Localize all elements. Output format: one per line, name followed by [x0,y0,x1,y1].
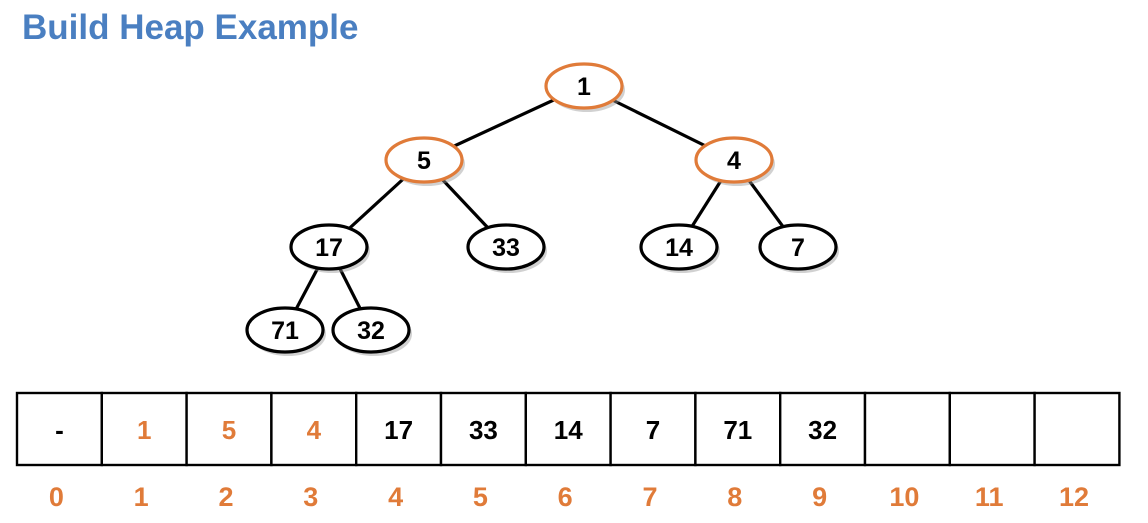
tree-node-ellipse [331,306,411,354]
array-cell [863,391,952,467]
tree-node: 7 [758,223,839,273]
array-index-label: 10 [889,482,919,512]
array-index-label: 2 [218,482,233,512]
array-cell: 71 [694,391,782,467]
array-index-label: 11 [975,482,1004,512]
array-cell-box [948,391,1036,467]
array-cell-value: 14 [554,415,583,445]
array-cell: - [15,391,104,467]
array-cell-value: 5 [222,415,236,445]
tree-node-label: 1 [577,73,591,101]
array-cell-value: 33 [469,415,498,445]
array-cell: 14 [524,391,612,467]
array-index-label: 3 [303,482,318,512]
array-cell-box [270,391,358,467]
array-cell-value: 4 [307,415,322,445]
tree-node-ellipse [466,223,546,271]
array-index-label: 0 [49,482,64,512]
array-cell-box [524,391,612,467]
tree-node-ellipse [758,223,838,271]
tree-node: 17 [289,223,370,273]
array-cell-box [100,391,188,467]
array-cell-box [355,391,443,467]
array-cell-value: 1 [137,415,151,445]
tree-node: 1 [544,62,625,112]
tree-node: 5 [384,136,465,186]
tree-node-label: 14 [665,234,693,262]
array-cell: 5 [185,391,273,467]
heap-array: - 1 5 4 17 33 14 7 71 32 [15,391,1121,467]
array-cell-value: 7 [646,415,660,445]
array-index-label: 4 [388,482,403,512]
array-cell-box [439,391,528,467]
array-cell-box [1033,391,1121,467]
array-cell: 32 [779,391,867,467]
array-cell-box [694,391,782,467]
array-cell-value: 71 [723,415,752,445]
tree-node-ellipse [639,223,719,271]
array-index-label: 12 [1059,482,1089,512]
tree-node: 71 [245,306,326,356]
tree-node-label: 7 [791,234,805,262]
tree-node-ellipse [289,223,369,271]
tree-node-ellipse [245,306,325,354]
array-cell: 17 [355,391,443,467]
array-index-label: 8 [727,482,742,512]
array-index-label: 5 [473,482,488,512]
tree-node-label: 33 [492,234,520,262]
tree-nodes: 1 5 4 17 33 14 7 71 32 [245,62,839,356]
array-cell-value: 17 [384,415,413,445]
tree-node-label: 5 [417,147,431,175]
tree-node-ellipse [384,136,464,184]
tree-node-label: 4 [727,147,741,175]
tree-node: 4 [694,136,775,186]
array-cell-box [15,391,104,467]
array-cell-box [863,391,952,467]
array-cell: 33 [439,391,528,467]
array-cell-value: 32 [808,415,837,445]
array-index-label: 1 [134,482,149,512]
tree-node-label: 32 [357,317,385,345]
array-cell [1033,391,1121,467]
array-cell [948,391,1036,467]
tree-node: 33 [466,223,547,273]
tree-node-label: 71 [271,317,299,345]
tree-node-label: 17 [315,234,343,262]
array-cell: 1 [100,391,188,467]
array-index-label: 7 [642,482,657,512]
tree-node: 14 [639,223,720,273]
tree-node-ellipse [544,62,624,110]
array-cell-value: - [55,415,64,445]
array-cell-box [185,391,273,467]
tree-node-ellipse [694,136,774,184]
array-index-label: 6 [558,482,573,512]
tree-edges [283,84,800,331]
array-cell: 4 [270,391,358,467]
array-cell: 7 [609,391,697,467]
array-cell-box [609,391,697,467]
tree-node: 32 [331,306,412,356]
page-title: Build Heap Example [22,8,359,47]
array-index-label: 9 [812,482,827,512]
